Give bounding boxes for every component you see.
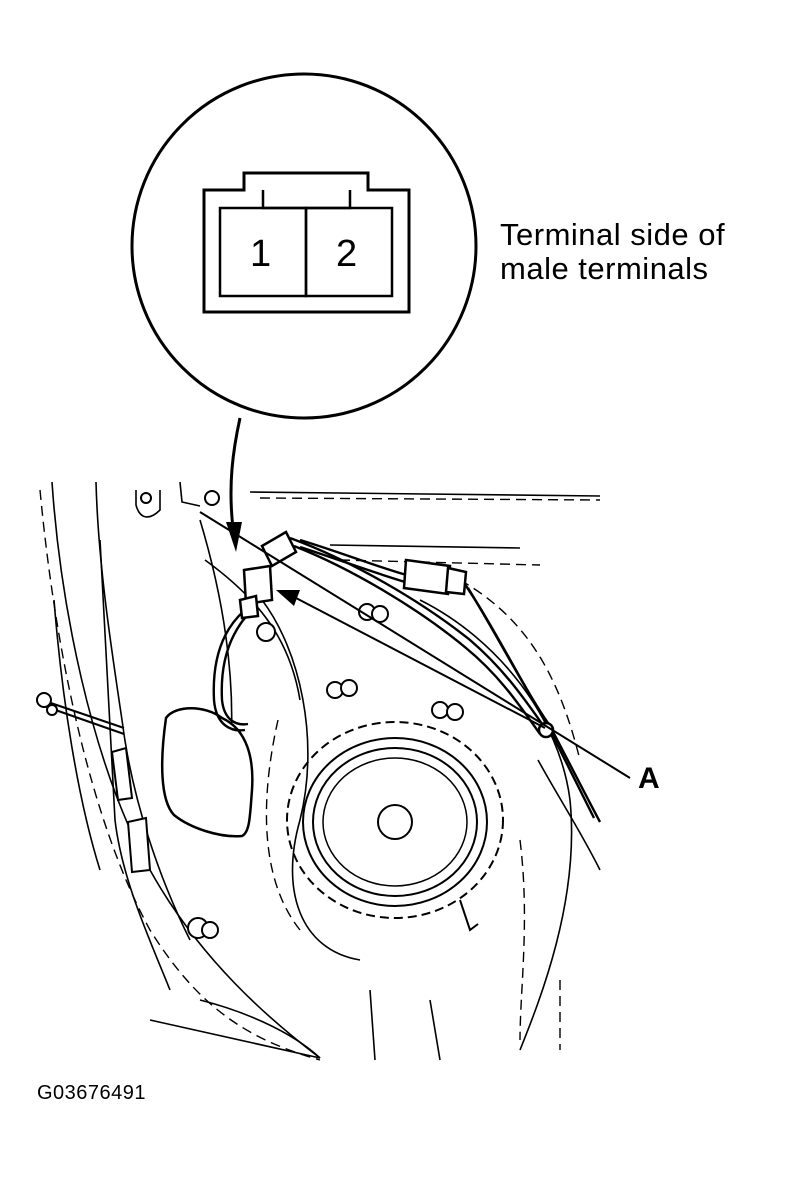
callout-caption: Terminal side of male terminals bbox=[500, 218, 725, 286]
callout-caption-line1: Terminal side of bbox=[500, 217, 726, 252]
callout-caption-line2: male terminals bbox=[500, 251, 709, 286]
pin-2-label: 2 bbox=[336, 233, 357, 275]
pin-1-label: 1 bbox=[250, 233, 271, 275]
lock-rod bbox=[36, 692, 125, 735]
connector-face bbox=[202, 171, 411, 314]
door-panel bbox=[51, 481, 601, 1061]
bolts bbox=[140, 490, 464, 939]
wire-harness bbox=[212, 536, 602, 823]
side-brackets bbox=[110, 746, 152, 874]
part-a-label: A bbox=[638, 762, 660, 795]
hidden-lines bbox=[39, 489, 601, 1061]
callout-arrow bbox=[229, 417, 242, 529]
service-hole bbox=[160, 707, 254, 838]
harness-connectors bbox=[238, 530, 555, 739]
part-a-leader bbox=[199, 511, 631, 779]
part-a-arrowhead bbox=[276, 590, 300, 606]
magnifier-callout bbox=[130, 72, 478, 420]
speaker bbox=[286, 721, 504, 932]
figure-id: G03676491 bbox=[37, 1082, 147, 1104]
